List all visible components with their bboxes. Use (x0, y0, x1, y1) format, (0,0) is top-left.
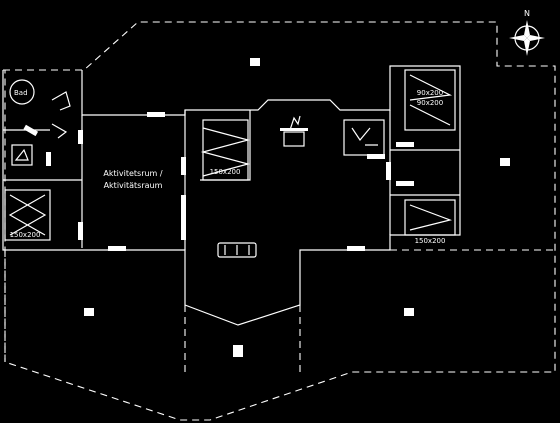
fireplace-icon (280, 115, 308, 147)
building-walls (2, 65, 461, 326)
bed-right-top-label-1: 90x200 (417, 89, 443, 97)
shower-icon (51, 91, 71, 139)
bed-left-label: 150x200 (10, 231, 41, 239)
bed-center (200, 119, 251, 181)
terrace-markers (84, 58, 510, 357)
svg-text:Bad: Bad (14, 89, 28, 97)
lower-terrace (4, 249, 555, 372)
bed-right-top-label-2: 90x200 (417, 99, 443, 107)
bed-right-bottom (404, 199, 456, 236)
bathtub-icon: Bad (9, 79, 35, 105)
sofa-icon (217, 242, 257, 258)
bed-right-top (404, 69, 456, 131)
compass-north-label: N (524, 9, 530, 18)
toilet-icon (11, 144, 33, 166)
sink-icon (343, 119, 385, 156)
bed-left (4, 189, 51, 241)
activity-room-label-line1: Aktivitetsrum / (103, 169, 162, 178)
activity-room-label-line2: Aktivitätsraum (104, 181, 163, 190)
terrace-outline (3, 21, 556, 421)
bed-right-bottom-label: 150x200 (415, 237, 446, 245)
windows (23, 112, 414, 251)
compass-rose: N (509, 9, 545, 56)
bed-center-label: 150x200 (210, 168, 241, 176)
